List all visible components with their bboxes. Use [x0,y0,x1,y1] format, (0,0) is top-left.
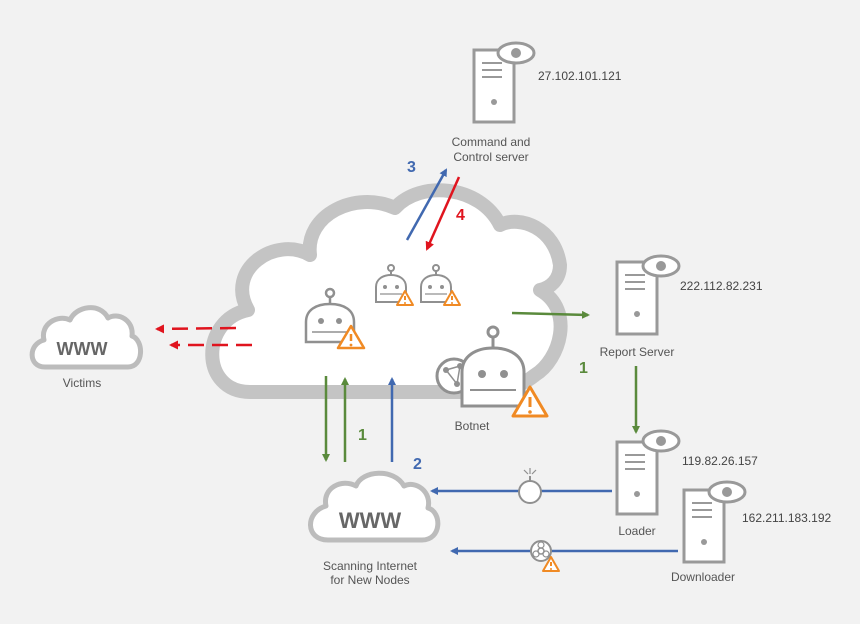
bot-icon-small-1 [375,264,407,303]
bomb-icon [518,468,542,504]
step-1-report-label: 1 [579,360,588,377]
warning-icon-downloader [542,556,560,572]
botnet-label: Botnet [455,419,490,433]
report-label: Report Server [600,345,675,359]
arrow-from-cnc [425,176,461,251]
step-4-label: 4 [456,207,465,224]
downloader-label: Downloader [671,570,735,584]
warning-icon-small-1 [396,290,414,306]
loader-ip: 119.82.26.157 [682,454,758,468]
arrows-scanning [322,376,349,462]
arrow-to-cnc [405,168,448,241]
step-2-label: 2 [413,456,422,473]
biohazard-icon [530,540,552,562]
victims-www-text: WWW [57,339,108,359]
loader-eye-icon [641,429,681,453]
victims-cloud: WWW [29,305,143,370]
cnc-label-line2: Control server [453,150,528,164]
cnc-ip: 27.102.101.121 [538,69,622,83]
scanning-label-line2: for New Nodes [330,573,409,587]
loader-label: Loader [618,524,655,538]
loader-server-icon [615,440,659,516]
report-ip: 222.112.82.231 [680,279,763,293]
arrows-to-victims [155,324,252,350]
bot-icon-left [304,287,356,344]
warning-icon-large [511,385,549,418]
victims-label: Victims [63,376,101,390]
warning-icon-left [336,324,366,350]
downloader-ip: 162.211.183.192 [742,511,832,525]
cnc-label-line1: Command and [452,135,531,149]
scanning-www-text: WWW [339,508,402,533]
bot-icon-large [460,325,526,408]
warning-icon-small-2 [443,290,461,306]
scanning-label-line1: Scanning Internet [323,559,418,573]
downloader-eye-icon [707,480,747,504]
report-eye-icon [641,254,681,278]
step-1-scan-label: 1 [358,427,367,444]
scanning-cloud: WWW [308,470,441,543]
cnc-eye-icon [496,41,536,65]
step-3-label: 3 [407,159,416,176]
bot-icon-small-2 [420,264,452,303]
arrow-to-report [511,310,590,319]
